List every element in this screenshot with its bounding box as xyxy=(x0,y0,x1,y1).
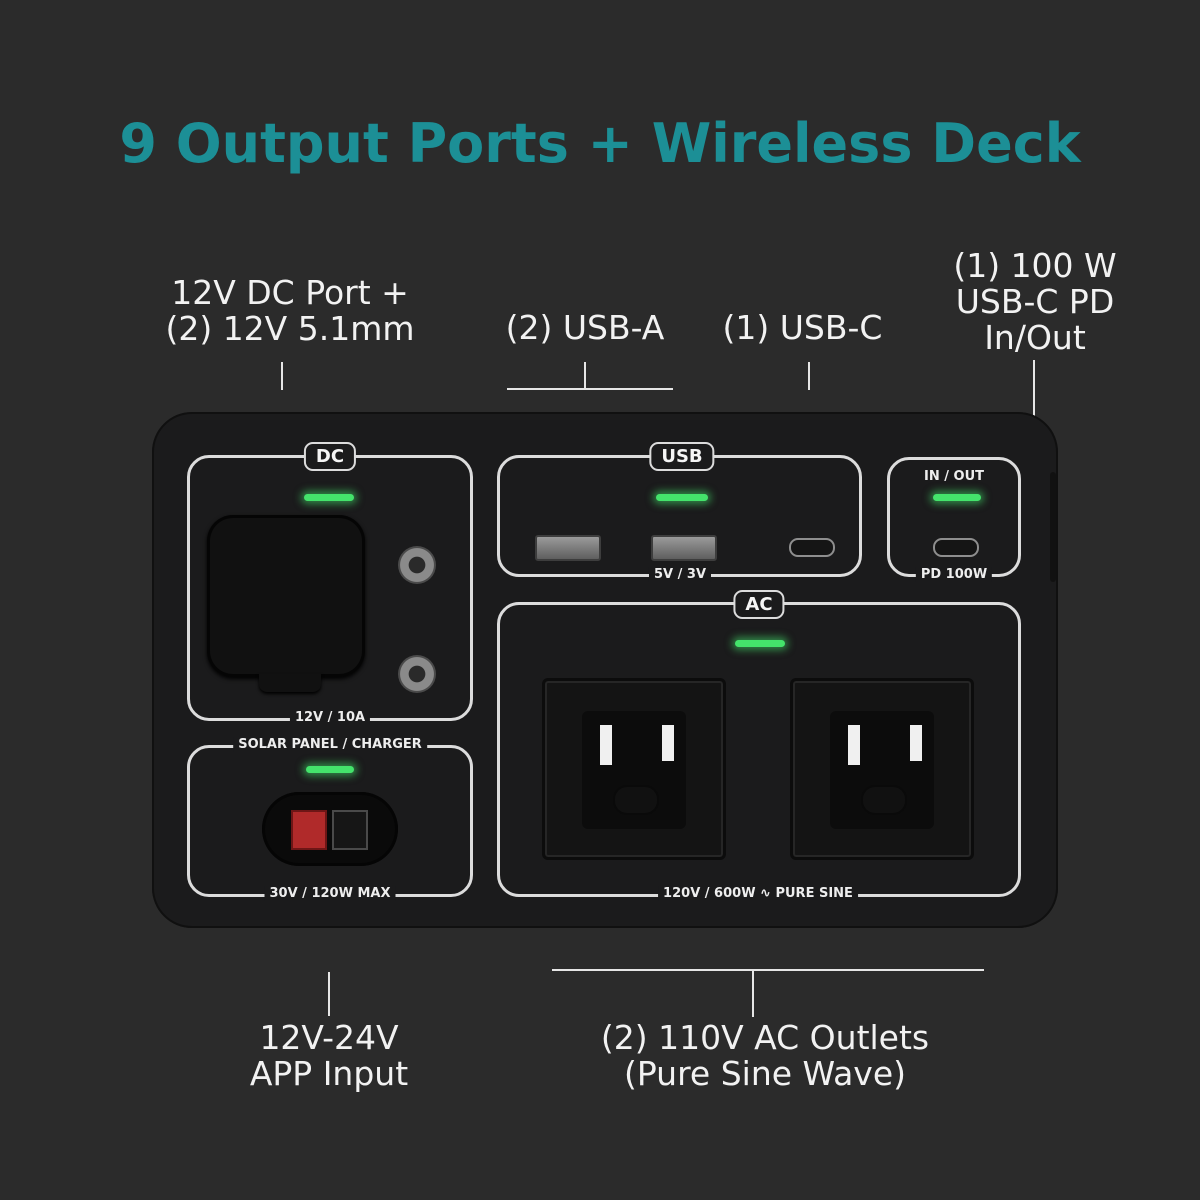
car-socket-cover[interactable] xyxy=(207,515,365,677)
leader-app xyxy=(328,972,330,1016)
usb-led xyxy=(656,494,708,501)
callout-dc-line2: (2) 12V 5.1mm xyxy=(165,309,415,348)
ac-rating: 120V / 600W ∿ PURE SINE xyxy=(658,886,858,901)
ac-outlet-2-neutral xyxy=(848,725,860,765)
pd-tag: IN / OUT xyxy=(919,469,989,484)
anderson-port[interactable] xyxy=(262,792,398,866)
leader-usba-h xyxy=(507,388,673,390)
callout-pd-line3: In/Out xyxy=(984,318,1086,357)
callout-app: 12V-24V APP Input xyxy=(200,1020,458,1092)
usb-tag: USB xyxy=(649,442,715,471)
dc-rating: 12V / 10A xyxy=(289,710,371,725)
dc-5521-port-2[interactable] xyxy=(398,655,436,693)
ac-outlet-1-face xyxy=(582,711,686,829)
callout-ac-line1: (2) 110V AC Outlets xyxy=(600,1018,930,1057)
ac-outlet-2-face xyxy=(830,711,934,829)
device-panel: DC 12V / 10A SOLAR PANEL / CHARGER 30V /… xyxy=(152,412,1058,928)
leader-usbc xyxy=(808,362,810,390)
leader-ac-v xyxy=(752,969,754,1017)
solar-led xyxy=(306,766,354,773)
usb-c-pd-port[interactable] xyxy=(933,538,979,557)
callout-usba: (2) USB-A xyxy=(505,308,665,347)
callout-app-line2: APP Input xyxy=(249,1054,409,1093)
callout-pd-line2: USB-C PD xyxy=(955,282,1115,321)
usb-rating: 5V / 3V xyxy=(648,567,712,582)
pd-rating: PD 100W xyxy=(915,567,993,582)
ac-outlet-1-hot xyxy=(662,725,674,761)
ac-outlet-2-ground xyxy=(861,785,907,815)
ac-outlet-1-ground xyxy=(613,785,659,815)
ac-outlet-2-hot xyxy=(910,725,922,761)
side-edge xyxy=(1050,472,1056,582)
ac-outlet-1-neutral xyxy=(600,725,612,765)
callout-ac-line2: (Pure Sine Wave) xyxy=(623,1054,906,1093)
ac-tag: AC xyxy=(733,590,785,619)
usb-a-port-2[interactable] xyxy=(651,535,717,561)
leader-usba-v xyxy=(584,362,586,389)
callout-pd-line1: (1) 100 W xyxy=(953,246,1117,285)
anderson-black-contact xyxy=(332,810,368,850)
anderson-red-contact xyxy=(291,810,327,850)
dc-tag: DC xyxy=(303,442,357,471)
solar-rating: 30V / 120W MAX xyxy=(264,886,396,901)
callout-app-line1: 12V-24V xyxy=(259,1018,399,1057)
callout-pd: (1) 100 W USB-C PD In/Out xyxy=(935,248,1135,356)
usb-c-port[interactable] xyxy=(789,538,835,557)
pd-led xyxy=(933,494,981,501)
dc-5521-port-1[interactable] xyxy=(398,546,436,584)
callout-dc-line1: 12V DC Port + xyxy=(171,273,409,312)
leader-ac-h xyxy=(552,969,984,971)
ac-outlet-1[interactable] xyxy=(542,678,726,860)
ac-led xyxy=(735,640,785,647)
callout-dc: 12V DC Port + (2) 12V 5.1mm xyxy=(150,275,430,347)
callout-ac: (2) 110V AC Outlets (Pure Sine Wave) xyxy=(575,1020,955,1092)
dc-led xyxy=(304,494,354,501)
car-socket-tab xyxy=(259,674,321,692)
usb-a-port-1[interactable] xyxy=(535,535,601,561)
ac-outlet-2[interactable] xyxy=(790,678,974,860)
callout-usbc: (1) USB-C xyxy=(722,308,883,347)
solar-label: SOLAR PANEL / CHARGER xyxy=(233,737,427,752)
leader-dc xyxy=(281,362,283,390)
page-title: 9 Output Ports + Wireless Deck xyxy=(119,112,1081,175)
